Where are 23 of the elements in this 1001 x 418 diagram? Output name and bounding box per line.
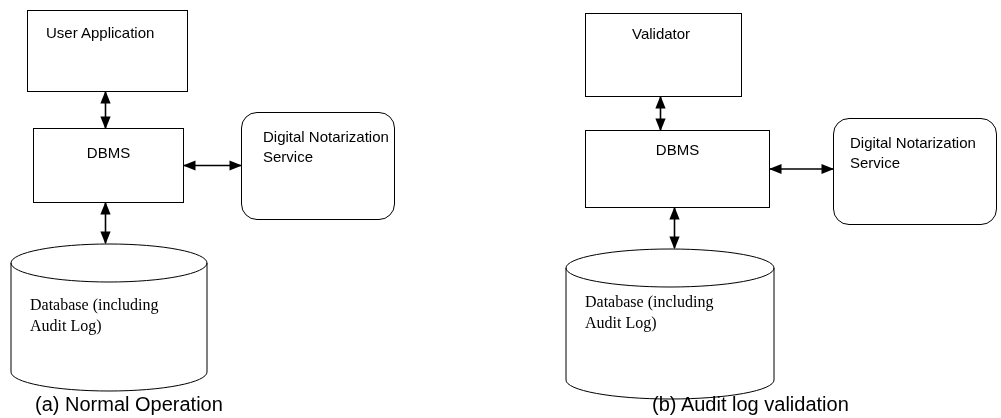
- node-label: Database (including Audit Log): [585, 292, 715, 334]
- double-arrow: [182, 160, 243, 171]
- node-label: DBMS: [654, 140, 701, 160]
- service-box: [241, 112, 395, 220]
- node-label: DBMS: [85, 143, 132, 163]
- process-box: [27, 10, 188, 92]
- double-arrow: [100, 90, 111, 130]
- process-box: [33, 128, 184, 203]
- double-arrow: [768, 163, 835, 175]
- node-label: Digital Notarization Service: [850, 133, 977, 172]
- process-box: [585, 13, 742, 97]
- process-box: [585, 130, 770, 208]
- service-box: [833, 118, 997, 225]
- caption: (a) Normal Operation: [35, 392, 223, 416]
- database-cylinder: [10, 243, 208, 392]
- double-arrow: [655, 95, 666, 132]
- caption: (b) Audit log validation: [652, 392, 849, 416]
- node-label: Database (including Audit Log): [30, 295, 160, 337]
- node-label: Validator: [632, 24, 692, 44]
- double-arrow: [100, 201, 111, 245]
- double-arrow: [669, 206, 680, 250]
- node-label: Digital Notarization Service: [263, 127, 390, 166]
- node-label: User Application: [46, 23, 156, 43]
